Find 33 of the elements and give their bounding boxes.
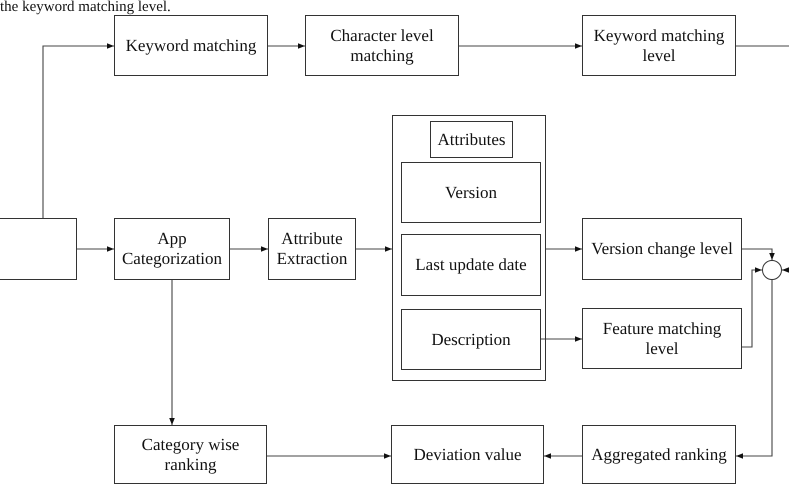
arrow	[268, 43, 305, 49]
process-box: Deviation value	[391, 425, 544, 484]
process-box: Version change level	[582, 218, 742, 280]
arrow	[540, 336, 582, 342]
arrow	[459, 43, 582, 49]
process-box: Aggregated ranking	[582, 425, 736, 484]
process-box	[0, 218, 77, 280]
process-box: Keyword matching	[114, 15, 268, 76]
process-box: Description	[401, 309, 541, 370]
process-box: Last update date	[401, 234, 541, 296]
process-box: App Categorization	[114, 218, 230, 280]
caption-text: the keyword matching level.	[0, 0, 171, 15]
arrow	[546, 246, 582, 252]
arrow	[782, 267, 789, 273]
arrow	[544, 453, 582, 459]
process-box: Attribute Extraction	[268, 218, 356, 280]
process-box: Feature matching level	[582, 308, 742, 369]
heading-box: Attributes	[430, 121, 513, 158]
arrow	[77, 246, 114, 252]
arrow	[230, 246, 268, 252]
process-box: Keyword matching level	[582, 15, 736, 76]
arrow	[356, 246, 392, 252]
process-box: Character level matching	[305, 15, 459, 76]
arrow	[736, 280, 773, 459]
arrow	[267, 453, 391, 459]
group-box	[392, 115, 546, 381]
summing-circle	[762, 260, 782, 280]
arrow	[742, 267, 762, 348]
arrow	[42, 43, 114, 218]
arrow	[742, 248, 775, 260]
process-box: Version	[401, 162, 541, 223]
process-box: Category wise ranking	[114, 425, 267, 484]
arrow	[169, 280, 175, 425]
